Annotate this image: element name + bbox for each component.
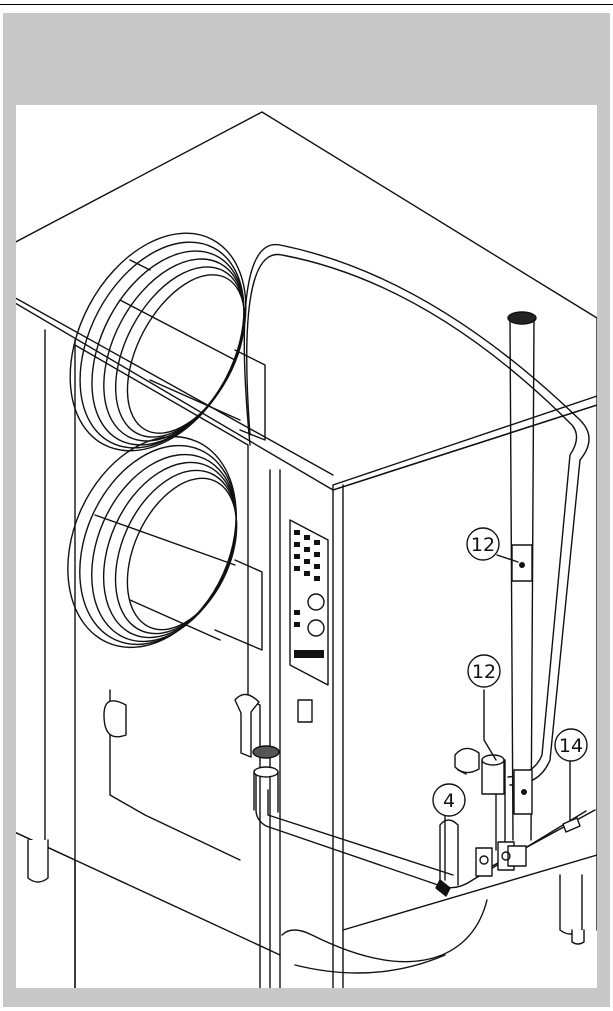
water-pipes <box>255 759 596 974</box>
control-panel <box>289 519 329 723</box>
callout-14: 14 <box>554 728 588 762</box>
oven-door <box>74 344 261 988</box>
drain-hose <box>243 243 590 786</box>
callout-14-label: 14 <box>559 735 583 757</box>
callout-12-upper-label: 12 <box>471 534 495 556</box>
cabinet-body <box>16 329 597 988</box>
valve-assembly <box>435 747 581 897</box>
callout-12-lower: 12 <box>467 654 501 688</box>
coiled-hose-lower <box>67 435 238 649</box>
header-rule <box>0 4 613 5</box>
technical-drawing: 12 12 14 4 <box>16 111 597 988</box>
callout-leaders <box>444 554 571 881</box>
appliance-feet <box>27 839 585 945</box>
callout-12-upper: 12 <box>466 527 500 561</box>
coiled-hose-upper <box>69 232 247 452</box>
cabinet-top <box>16 111 597 491</box>
vent-grate <box>252 745 280 813</box>
callout-4-label: 4 <box>443 790 455 812</box>
vent-pipe <box>507 311 537 841</box>
callout-4: 4 <box>432 783 466 817</box>
oven-piping-illustration: 12 12 14 4 <box>16 105 597 988</box>
callout-12-lower-label: 12 <box>472 661 496 683</box>
hose-hooks <box>214 349 266 651</box>
